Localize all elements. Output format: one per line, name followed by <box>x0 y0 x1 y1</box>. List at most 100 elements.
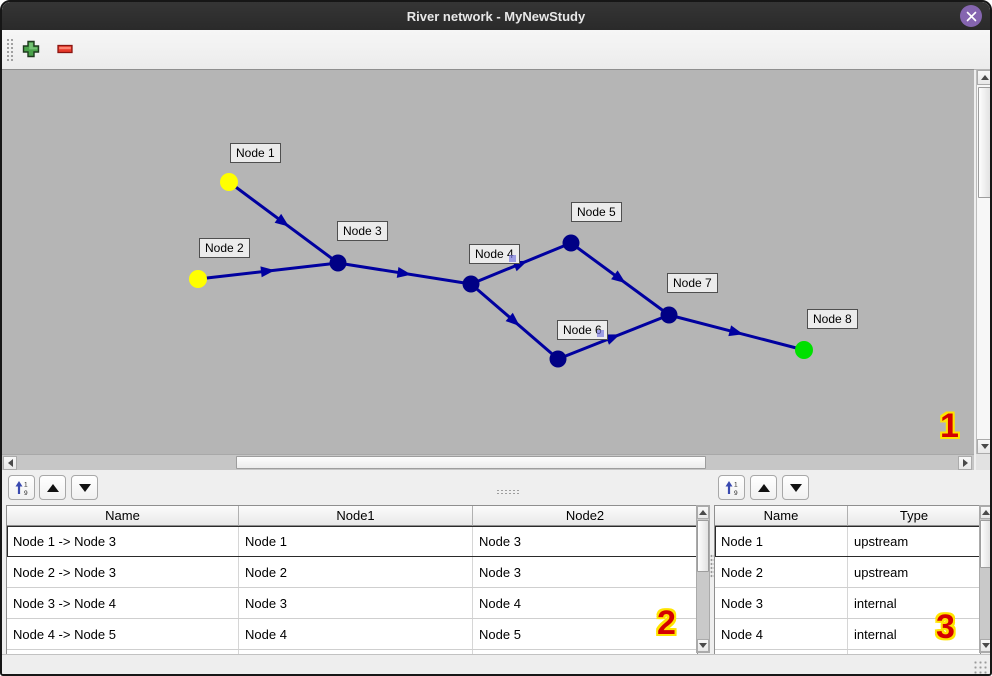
node-label-node-1[interactable]: Node 1 <box>230 143 281 163</box>
links-move-down-button[interactable] <box>71 475 98 500</box>
node-label-node-6[interactable]: Node 6 <box>557 320 608 340</box>
triangle-down-icon <box>78 483 91 492</box>
table-row[interactable]: Node 1 -> Node 3 Node 1 Node 3 <box>7 526 697 557</box>
cell[interactable]: Node 3 <box>479 564 521 580</box>
cell[interactable]: Node 3 <box>715 588 848 618</box>
cell[interactable]: internal <box>854 626 897 642</box>
triangle-up-icon <box>980 75 989 80</box>
annotation-number-3: 3 <box>936 608 955 646</box>
table-row[interactable]: Node 2 -> Node 3 Node 2 Node 3 <box>7 557 697 588</box>
table-row[interactable]: Node 3 internal <box>715 588 980 619</box>
nodes-table-scrollbar <box>979 505 990 653</box>
red-minus-icon <box>57 44 73 54</box>
node-label-node-4[interactable]: Node 4 <box>469 244 520 264</box>
links-sort-button[interactable]: 1 9 <box>8 475 35 500</box>
node-label-node-3[interactable]: Node 3 <box>337 221 388 241</box>
cell[interactable]: Node 4 <box>715 619 848 649</box>
scroll-up-button[interactable] <box>697 506 709 519</box>
hscroll-thumb[interactable] <box>236 456 706 469</box>
cell[interactable]: Node 2 -> Node 3 <box>7 557 239 587</box>
resize-grip-dots-icon[interactable] <box>973 660 987 674</box>
cell[interactable]: Node 1 <box>715 526 848 556</box>
node-circle-node-1[interactable] <box>220 173 238 191</box>
sort-rows-1-9-icon: 1 9 <box>15 480 28 496</box>
cell[interactable]: Node 1 -> Node 3 <box>7 526 239 556</box>
scroll-up-button[interactable] <box>980 506 990 519</box>
node-circle-node-8[interactable] <box>795 341 813 359</box>
column-header-name[interactable]: Name <box>7 506 239 526</box>
node-label-node-5[interactable]: Node 5 <box>571 202 622 222</box>
edge-arrowhead-icon <box>728 325 744 337</box>
scroll-up-button[interactable] <box>977 70 990 85</box>
node-circle-node-4[interactable] <box>462 275 480 293</box>
close-button[interactable] <box>960 5 982 27</box>
nodes-table-header: Name Type <box>715 506 980 526</box>
toolbar-drag-handle[interactable] <box>6 38 14 62</box>
cell[interactable]: Node 5 <box>479 626 521 642</box>
cell[interactable]: Node 4 <box>479 595 521 611</box>
triangle-up-icon <box>699 510 707 515</box>
vscroll-thumb[interactable] <box>697 520 709 572</box>
triangle-left-icon <box>7 459 13 467</box>
cell[interactable]: Node 4 <box>239 619 473 649</box>
tables-splitter-grip[interactable] <box>710 554 715 578</box>
edge-arrowhead-icon <box>274 213 290 227</box>
nodes-move-up-button[interactable] <box>750 475 777 500</box>
node-circle-node-5[interactable] <box>562 234 580 252</box>
remove-node-button[interactable] <box>52 36 78 62</box>
cell[interactable]: Node 1 <box>239 526 473 556</box>
cell[interactable]: Node 4 -> Node 5 <box>7 619 239 649</box>
links-table-header: Name Node1 Node2 <box>7 506 697 526</box>
nodes-sort-button[interactable]: 1 9 <box>718 475 745 500</box>
table-row[interactable]: Node 3 -> Node 4 Node 3 Node 4 <box>7 588 697 619</box>
triangle-up-icon <box>46 483 59 492</box>
network-canvas[interactable]: Node 1 Node 2 Node 3 Node 4 Node 5 Node 6 Node… <box>2 69 974 455</box>
close-icon <box>966 11 976 21</box>
vscroll-thumb[interactable] <box>978 87 990 198</box>
triangle-down-icon <box>789 483 802 492</box>
cell[interactable]: Node 2 <box>715 557 848 587</box>
cell[interactable]: upstream <box>854 533 909 549</box>
edge-arrowhead-icon <box>505 312 520 327</box>
scroll-left-button[interactable] <box>3 456 17 470</box>
table-row[interactable]: Node 1 upstream <box>715 526 980 557</box>
nodes-move-down-button[interactable] <box>782 475 809 500</box>
node-circle-node-7[interactable] <box>660 306 678 324</box>
scroll-down-button[interactable] <box>697 639 709 652</box>
canvas-vscrollbar <box>976 70 990 454</box>
sort-rows-1-9-icon: 1 9 <box>725 480 738 496</box>
column-header-node1[interactable]: Node1 <box>239 506 473 526</box>
svg-text:9: 9 <box>24 490 28 496</box>
triangle-right-icon <box>962 459 968 467</box>
column-header-name[interactable]: Name <box>715 506 848 526</box>
cell[interactable]: upstream <box>854 564 909 580</box>
node-label-node-7[interactable]: Node 7 <box>667 273 718 293</box>
vscroll-thumb[interactable] <box>980 520 990 568</box>
svg-text:1: 1 <box>24 481 28 488</box>
scroll-down-button[interactable] <box>977 439 990 454</box>
splitter-grip[interactable] <box>496 489 520 494</box>
annotation-number-2: 2 <box>657 604 676 642</box>
titlebar[interactable]: River network - MyNewStudy <box>2 2 990 30</box>
node-label-node-8[interactable]: Node 8 <box>807 309 858 329</box>
column-header-node2[interactable]: Node2 <box>473 506 697 526</box>
cell[interactable]: internal <box>854 595 897 611</box>
column-header-type[interactable]: Type <box>848 506 980 526</box>
table-row[interactable]: Node 4 -> Node 5 Node 4 Node 5 <box>7 619 697 650</box>
node-circle-node-3[interactable] <box>329 254 347 272</box>
node-circle-node-2[interactable] <box>189 270 207 288</box>
cell[interactable]: Node 3 <box>239 588 473 618</box>
links-move-up-button[interactable] <box>39 475 66 500</box>
cell[interactable]: Node 3 <box>479 533 521 549</box>
table-row[interactable]: Node 4 internal <box>715 619 980 650</box>
add-node-button[interactable] <box>18 36 44 62</box>
cell[interactable]: Node 2 <box>239 557 473 587</box>
triangle-down-icon <box>981 643 990 648</box>
cell[interactable]: Node 3 -> Node 4 <box>7 588 239 618</box>
scroll-down-button[interactable] <box>980 639 990 652</box>
node-circle-node-6[interactable] <box>549 350 567 368</box>
table-row[interactable]: Node 2 upstream <box>715 557 980 588</box>
arrowhead-fragment <box>597 330 604 337</box>
scroll-right-button[interactable] <box>958 456 972 470</box>
node-label-node-2[interactable]: Node 2 <box>199 238 250 258</box>
